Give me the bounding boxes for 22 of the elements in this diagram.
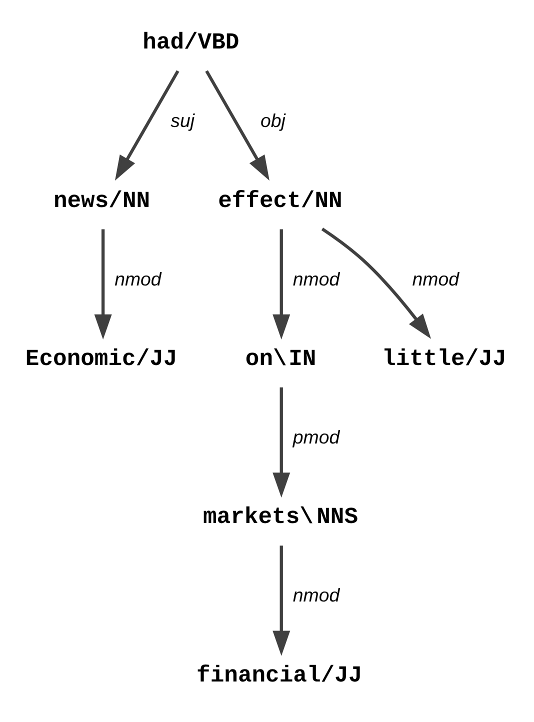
arrow xyxy=(321,228,432,339)
edge-label: pmod xyxy=(292,426,340,448)
edge-label: nmod xyxy=(114,268,162,290)
node-text: had/VBD xyxy=(142,30,240,56)
arrow xyxy=(272,387,290,498)
node-text: news/NN xyxy=(53,188,150,214)
arrow xyxy=(205,70,270,181)
node-text: on\IN xyxy=(245,346,316,372)
arrow xyxy=(114,70,180,181)
arrow xyxy=(94,229,112,340)
node-text: Economic/JJ xyxy=(25,346,178,372)
edge-label: suj xyxy=(170,110,195,132)
node-text: effect/NN xyxy=(218,188,342,214)
edge-label: nmod xyxy=(292,268,340,290)
arrow xyxy=(272,229,290,340)
edge-label: nmod xyxy=(412,268,459,290)
edge-label: obj xyxy=(260,110,286,132)
arrow xyxy=(272,546,290,656)
node-text: markets\NNS xyxy=(203,504,358,530)
edge-label: nmod xyxy=(292,584,340,606)
node-text: little/JJ xyxy=(382,346,506,372)
node-text: financial/JJ xyxy=(196,662,362,688)
